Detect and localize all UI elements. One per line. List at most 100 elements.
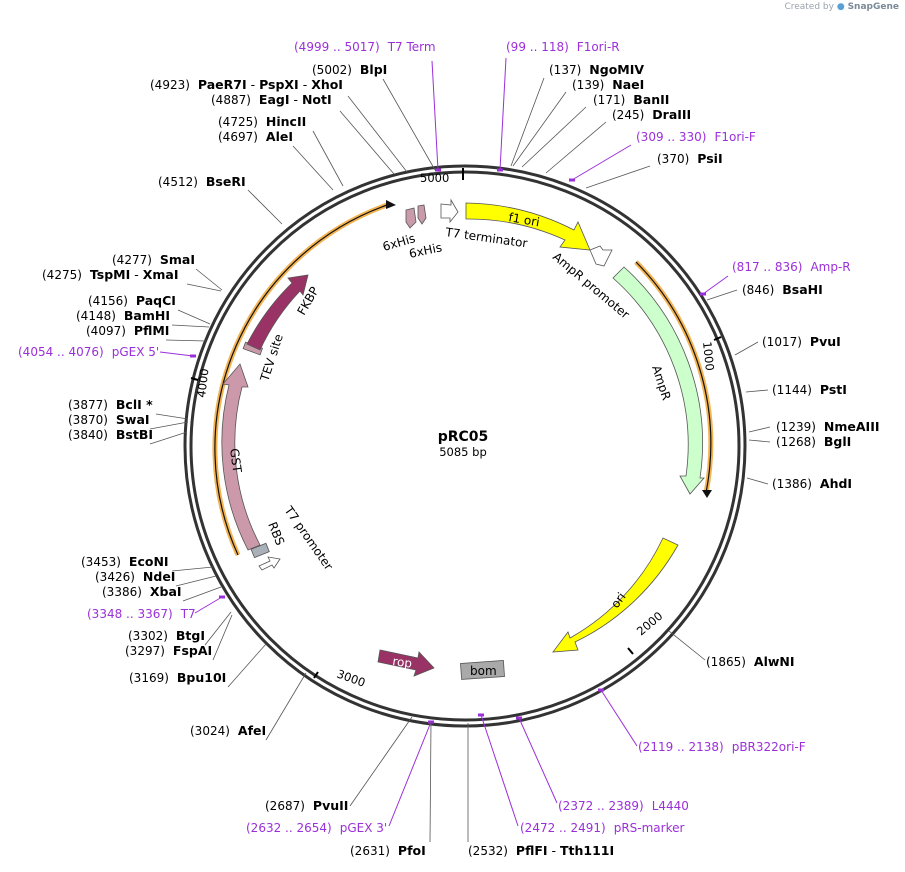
- site-label-pflfi[interactable]: (2532)PflFI - Tth111I: [468, 843, 614, 858]
- site-label-smai[interactable]: (4277)SmaI: [112, 252, 195, 267]
- site-label-bseri[interactable]: (4512)BseRI: [158, 174, 246, 189]
- feature-ampr: [612, 266, 705, 495]
- site-label-f1orir[interactable]: (99 .. 118)F1ori-R: [506, 40, 620, 54]
- enzyme-name: PvuI: [810, 334, 841, 349]
- feature-bom: [460, 660, 505, 680]
- site-label-econi[interactable]: (3453)EcoNI: [81, 554, 169, 569]
- enzyme-name: PfoI: [398, 843, 426, 858]
- primer-site-f1orif: [569, 178, 575, 182]
- enzyme-name: SmaI: [160, 252, 195, 267]
- site-label-l4440[interactable]: (2372 .. 2389)L4440: [558, 799, 689, 813]
- site-label-bstbi[interactable]: (3840)BstBI: [68, 427, 153, 442]
- site-label-afei[interactable]: (3024) AfeI: [190, 723, 266, 738]
- site-label-pgex5[interactable]: (4054 .. 4076)pGEX 5': [18, 345, 159, 359]
- created-by-credit: Created by ● SnapGene: [784, 2, 899, 12]
- plasmid-length: 5085 bp: [439, 445, 487, 459]
- site-label-xbai[interactable]: (3386)XbaI: [102, 584, 182, 599]
- label-bom: bom: [470, 664, 497, 678]
- site-position: (2631): [350, 844, 390, 858]
- site-label-bsahi[interactable]: (846)BsaHI: [742, 282, 823, 297]
- site-label-swai[interactable]: (3870)SwaI: [68, 412, 150, 427]
- site-label-pflmi[interactable]: (4097)PflMI: [86, 323, 169, 338]
- site-position: (4054 .. 4076): [18, 345, 104, 359]
- enzyme-name: AlwNI: [754, 654, 795, 669]
- site-label-draiii[interactable]: (245)DraIII: [612, 107, 691, 122]
- site-label-psti[interactable]: (1144)PstI: [772, 382, 847, 397]
- site-label-ahdi[interactable]: (1386)AhdI: [772, 476, 852, 491]
- site-label-ngomiv[interactable]: (137)NgoMIV: [549, 62, 644, 77]
- enzyme-name: BtgI: [176, 628, 205, 643]
- leader-lines: [149, 57, 771, 843]
- primer-site-pbr322ori: [598, 688, 604, 692]
- site-label-psii[interactable]: (370)PsiI: [657, 151, 723, 166]
- site-position: (2472 .. 2491): [520, 821, 606, 835]
- feature-rbs: [250, 542, 270, 559]
- site-position: (309 .. 330): [636, 130, 706, 144]
- site-label-bamhi[interactable]: (4148)BamHI: [76, 308, 170, 323]
- name-separator: -: [548, 843, 560, 858]
- site-position: (2532): [468, 844, 508, 858]
- site-position: (1386): [772, 477, 812, 491]
- orf-arc-gst-fkbp-head: [386, 200, 396, 209]
- site-label-paer7i[interactable]: (4923)PaeR7I - PspXI - XhoI: [150, 77, 343, 92]
- site-label-f1orif[interactable]: (309 .. 330)F1ori-F: [636, 130, 756, 144]
- label-ampr: AmpR: [649, 364, 673, 402]
- site-label-bpu10i[interactable]: (3169)Bpu10I: [129, 670, 226, 685]
- feature-6xhis-1: [405, 207, 417, 229]
- site-label-ndei[interactable]: (3426)NdeI: [95, 569, 175, 584]
- primer-name: T7 Term: [387, 40, 436, 54]
- enzyme-name: PflMI: [134, 323, 170, 338]
- site-label-tspmi[interactable]: (4275)TspMI - XmaI: [42, 267, 178, 282]
- site-label-nmeaiii[interactable]: (1239)NmeAIII: [776, 419, 880, 434]
- site-label-hincii[interactable]: (4725)HincII: [218, 114, 306, 129]
- leader-smai: [195, 268, 223, 291]
- leader-tspmi: [186, 283, 222, 292]
- site-label-pgex3[interactable]: (2632 .. 2654)pGEX 3': [246, 821, 387, 835]
- site-label-fspai[interactable]: (3297)FspAI: [125, 643, 212, 658]
- plasmid-name: pRC05: [438, 429, 489, 445]
- site-label-paqci[interactable]: (4156)PaqCI: [88, 293, 176, 308]
- site-label-ampr-primer[interactable]: (817 .. 836)Amp-R: [732, 260, 851, 274]
- tick-3000-mark: [313, 671, 319, 679]
- site-position: (5002): [312, 63, 352, 77]
- site-position: (3386): [102, 585, 142, 599]
- enzyme-name: DraIII: [652, 107, 691, 122]
- leader-ndei: [175, 575, 217, 587]
- primer-name: L4440: [652, 799, 689, 813]
- leader-paer7i: [347, 95, 408, 173]
- tick-2000-mark: [627, 647, 634, 655]
- leader-paqci: [177, 309, 211, 325]
- tick-4000-mark: [190, 377, 199, 381]
- site-label-btgi[interactable]: (3302)BtgI: [128, 628, 205, 643]
- site-label-bcli[interactable]: (3877)BclI *: [68, 397, 153, 412]
- site-label-t7-primer[interactable]: (3348 .. 3367)T7: [87, 607, 196, 621]
- site-position: (4156): [88, 294, 128, 308]
- site-label-alwni[interactable]: (1865)AlwNI: [706, 654, 795, 669]
- site-label-alei[interactable]: (4697)AleI: [218, 129, 293, 144]
- leader-alei: [292, 145, 334, 191]
- site-label-pfoi[interactable]: (2631) PfoI: [350, 843, 426, 858]
- site-label-naei[interactable]: (139)NaeI: [572, 77, 644, 92]
- leader-ampr-primer: [702, 275, 729, 295]
- enzyme-name: BamHI: [124, 308, 170, 323]
- feature-ampr-promoter: [589, 245, 613, 267]
- leader-swai: [149, 421, 189, 430]
- site-label-pbr322ori[interactable]: (2119 .. 2138)pBR322ori-F: [638, 740, 806, 754]
- site-label-banii[interactable]: (171)BanII: [593, 92, 669, 107]
- site-label-rs-marker[interactable]: (2472 .. 2491)pRS-marker: [520, 821, 684, 835]
- site-label-eagi[interactable]: (4887)EagI - NotI: [211, 92, 332, 107]
- label-ampr-promoter: AmpR promoter: [550, 250, 632, 322]
- site-label-t7term-primer[interactable]: (4999 .. 5017)T7 Term: [294, 40, 436, 54]
- site-position: (2687): [265, 799, 305, 813]
- orf-arc-gst-fkbp-core: [214, 203, 391, 556]
- leader-f1orir: [499, 57, 507, 171]
- site-label-blpi[interactable]: (5002)BlpI: [312, 62, 387, 77]
- site-position: (4725): [218, 115, 258, 129]
- site-label-bgli[interactable]: (1268)BglI: [776, 434, 851, 449]
- site-label-pvuii[interactable]: (2687)PvuII: [265, 798, 348, 813]
- leader-pgex3: [388, 721, 432, 827]
- site-position: (3024): [190, 724, 230, 738]
- enzyme-name: AfeI: [238, 723, 266, 738]
- leader-pgex5: [159, 351, 194, 357]
- site-label-pvui[interactable]: (1017)PvuI: [762, 334, 841, 349]
